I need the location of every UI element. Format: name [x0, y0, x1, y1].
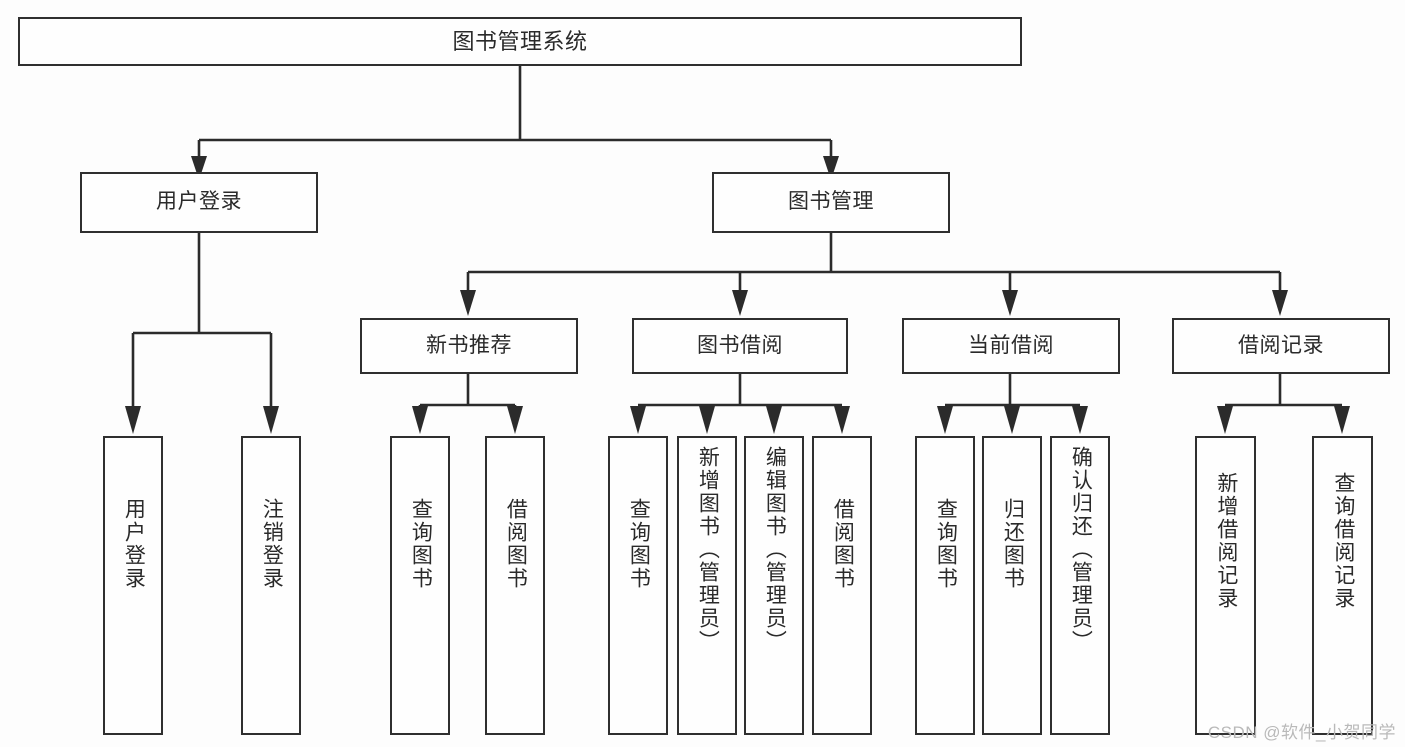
- arrowhead-leaf-query-record: [1334, 406, 1350, 434]
- arrowhead-leaf-return-book: [1004, 406, 1020, 434]
- node-leaf-query-book-2-label: 查询图书: [627, 498, 651, 590]
- node-leaf-query-book-2[interactable]: 查询图书: [608, 436, 668, 735]
- arrowhead-new-book-recommend: [460, 290, 476, 316]
- node-current-borrow[interactable]: 当前借阅: [902, 318, 1120, 374]
- node-leaf-edit-book[interactable]: 编辑图书（管理员）: [744, 436, 804, 735]
- arrowhead-leaf-borrow-book-1: [507, 406, 523, 434]
- arrowhead-borrow-record: [1272, 290, 1288, 316]
- node-root[interactable]: 图书管理系统: [18, 17, 1022, 66]
- node-borrow-record-label: 借阅记录: [1238, 333, 1324, 357]
- node-leaf-confirm-return[interactable]: 确认归还（管理员）: [1050, 436, 1110, 735]
- node-book-borrow[interactable]: 图书借阅: [632, 318, 848, 374]
- arrowhead-leaf-edit-book: [766, 406, 782, 434]
- arrowhead-leaf-add-record: [1217, 406, 1233, 434]
- node-leaf-borrow-book-2[interactable]: 借阅图书: [812, 436, 872, 735]
- node-new-book-recommend[interactable]: 新书推荐: [360, 318, 578, 374]
- node-leaf-borrow-book-2-label: 借阅图书: [831, 498, 855, 590]
- node-leaf-return-book[interactable]: 归还图书: [982, 436, 1042, 735]
- node-leaf-query-book-1[interactable]: 查询图书: [390, 436, 450, 735]
- node-leaf-add-record-label: 新增借阅记录: [1214, 472, 1238, 610]
- node-new-book-recommend-label: 新书推荐: [426, 333, 512, 357]
- arrowhead-book-borrow: [732, 290, 748, 316]
- csdn-watermark: CSDN @软件_小贺同学: [1207, 723, 1396, 742]
- node-leaf-query-record[interactable]: 查询借阅记录: [1312, 436, 1373, 735]
- arrowhead-leaf-query-book-3: [937, 406, 953, 434]
- arrowhead-current-borrow: [1002, 290, 1018, 316]
- node-leaf-edit-book-label: 编辑图书（管理员）: [763, 446, 787, 653]
- arrowhead-leaf-confirm-return: [1072, 406, 1088, 434]
- arrowhead-leaf-borrow-book-2: [834, 406, 850, 434]
- arrowhead-leaf-logout: [263, 406, 279, 434]
- node-leaf-return-book-label: 归还图书: [1001, 498, 1025, 590]
- arrowhead-leaf-add-book: [699, 406, 715, 434]
- node-book-management[interactable]: 图书管理: [712, 172, 950, 233]
- node-borrow-record[interactable]: 借阅记录: [1172, 318, 1390, 374]
- node-leaf-add-record[interactable]: 新增借阅记录: [1195, 436, 1256, 735]
- arrowhead-leaf-user-login: [125, 406, 141, 434]
- node-root-label: 图书管理系统: [452, 28, 588, 54]
- node-book-borrow-label: 图书借阅: [697, 333, 783, 357]
- node-leaf-add-book-label: 新增图书（管理员）: [696, 446, 720, 653]
- node-leaf-logout-label: 注销登录: [260, 498, 284, 590]
- arrowhead-leaf-query-book-1: [412, 406, 428, 434]
- node-leaf-user-login-label: 用户登录: [122, 498, 146, 590]
- node-user-login[interactable]: 用户登录: [80, 172, 318, 233]
- node-leaf-query-book-3-label: 查询图书: [934, 498, 958, 590]
- node-current-borrow-label: 当前借阅: [968, 333, 1054, 357]
- node-book-management-label: 图书管理: [788, 190, 874, 214]
- node-user-login-label: 用户登录: [156, 190, 242, 214]
- node-leaf-query-book-3[interactable]: 查询图书: [915, 436, 975, 735]
- node-leaf-query-record-label: 查询借阅记录: [1331, 472, 1355, 610]
- node-leaf-logout[interactable]: 注销登录: [241, 436, 301, 735]
- node-leaf-query-book-1-label: 查询图书: [409, 498, 433, 590]
- node-leaf-confirm-return-label: 确认归还（管理员）: [1069, 446, 1093, 653]
- node-leaf-borrow-book-1-label: 借阅图书: [504, 498, 528, 590]
- node-leaf-user-login[interactable]: 用户登录: [103, 436, 163, 735]
- node-leaf-borrow-book-1[interactable]: 借阅图书: [485, 436, 545, 735]
- node-leaf-add-book[interactable]: 新增图书（管理员）: [677, 436, 737, 735]
- arrowhead-leaf-query-book-2: [630, 406, 646, 434]
